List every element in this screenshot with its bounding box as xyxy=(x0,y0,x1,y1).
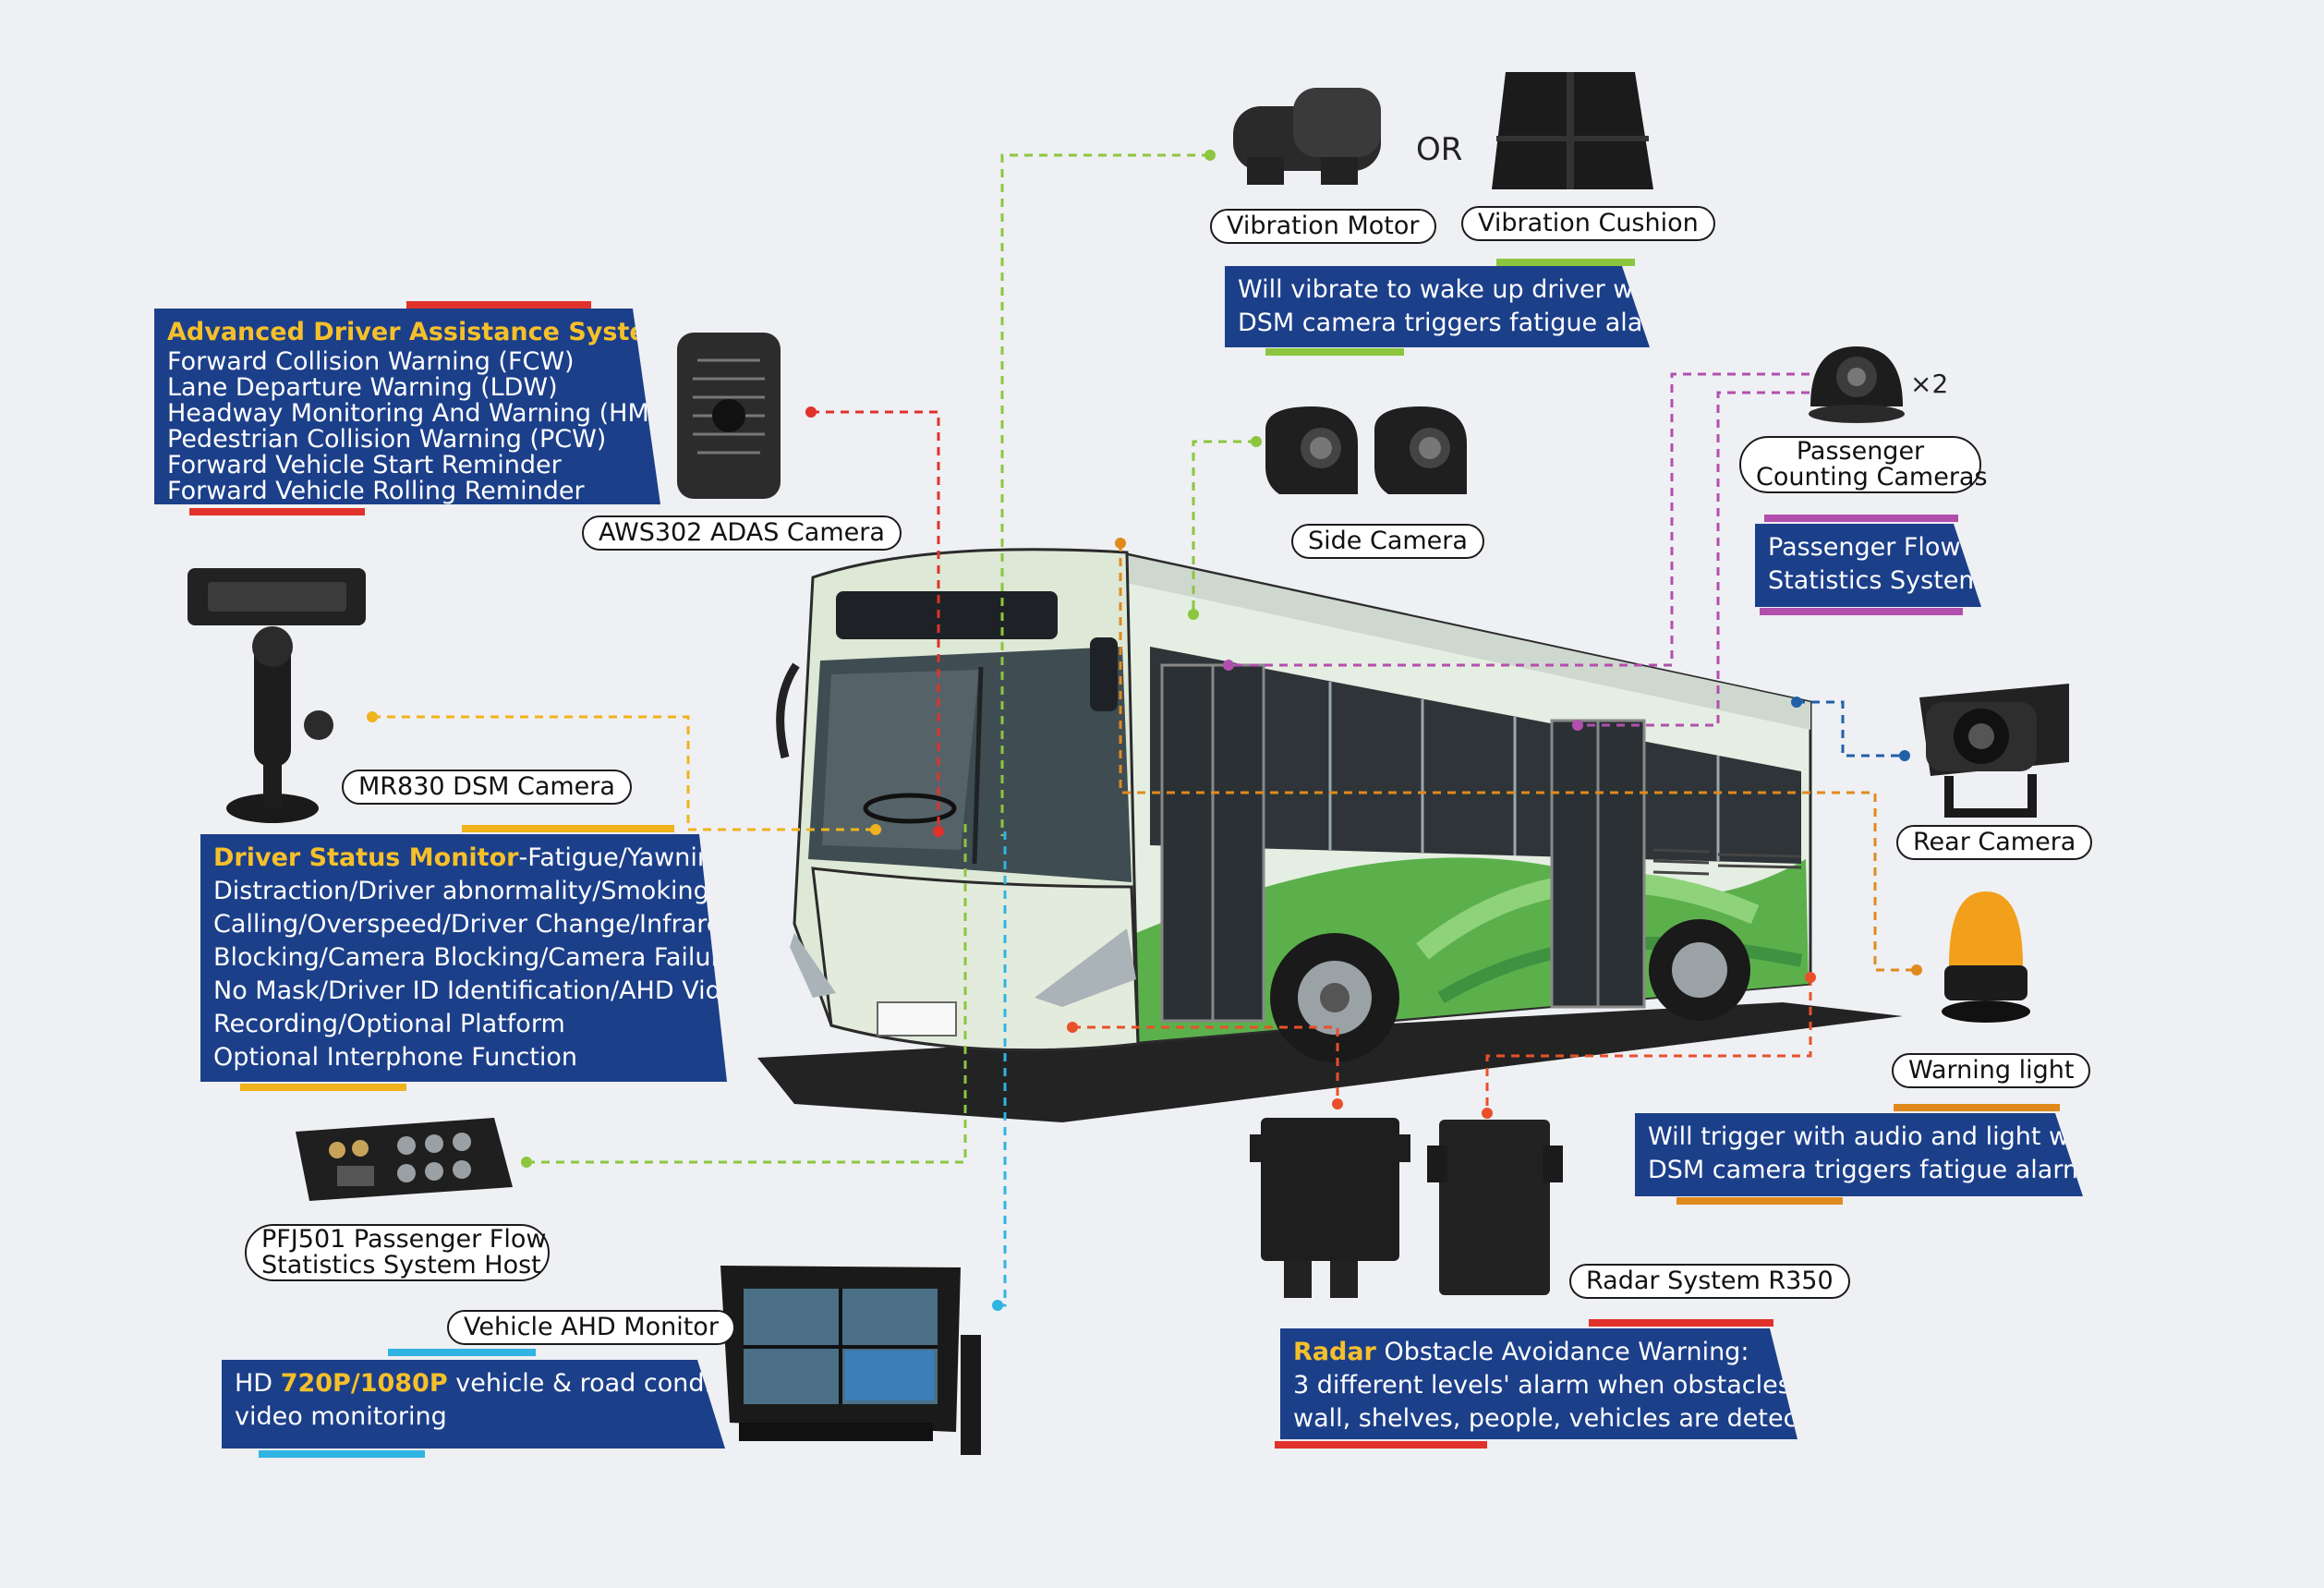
connector-radar-1 xyxy=(1072,1025,1339,1104)
pfj-host-label: PFJ501 Passenger Flow Statistics System … xyxy=(245,1224,550,1281)
monitor-description-box: HD 720P/1080P vehicle & road conditions … xyxy=(222,1360,725,1449)
monitor-resolution: 720P/1080P xyxy=(280,1369,448,1398)
dsm-text: Distraction/Driver abnormality/Smoking/ xyxy=(213,877,718,905)
connector-dots xyxy=(367,150,1922,1311)
connector-passenger-1 xyxy=(1229,372,1824,667)
adas-camera-image xyxy=(677,333,781,499)
passenger-camera-label: Passenger Counting Cameras xyxy=(1739,436,1988,493)
vibration-text: DSM camera triggers fatigue alarm xyxy=(1238,309,1677,337)
dsm-text: Optional Interphone Function xyxy=(213,1043,578,1072)
radar-title: Radar xyxy=(1293,1338,1376,1366)
bus-image xyxy=(776,548,1812,1062)
dsm-text: Calling/Overspeed/Driver Change/Infrared xyxy=(213,910,738,939)
or-text: OR xyxy=(1416,131,1463,168)
adas-feature: Forward Vehicle Start Reminder xyxy=(167,451,562,479)
warning-light-image xyxy=(1942,891,2030,1023)
adas-feature: Lane Departure Warning (LDW) xyxy=(167,373,558,402)
connector-warning-light xyxy=(1119,543,1917,972)
connector-dsm xyxy=(372,715,876,831)
passenger-camera-image xyxy=(1809,346,1905,423)
connector-pfj xyxy=(527,822,967,1164)
dsm-camera-label: MR830 DSM Camera xyxy=(342,770,632,805)
adas-camera-label: AWS302 ADAS Camera xyxy=(582,515,902,551)
passenger-flow-text: Passenger Flow xyxy=(1768,533,1961,562)
radar-text: Obstacle Avoidance Warning: xyxy=(1375,1338,1749,1366)
vibration-motor-image xyxy=(1233,88,1381,185)
vibration-cushion-label: Vibration Cushion xyxy=(1461,206,1715,241)
ahd-monitor-label: Vehicle AHD Monitor xyxy=(447,1310,735,1345)
dsm-title: Driver Status Monitor xyxy=(213,843,519,872)
connector-side-camera xyxy=(1192,440,1256,614)
road-shadow xyxy=(757,1002,1903,1122)
pfj-host-label-line: PFJ501 Passenger Flow xyxy=(261,1225,547,1254)
vibration-text: Will vibrate to wake up driver when xyxy=(1238,275,1681,304)
connector-adas xyxy=(811,410,940,831)
dsm-text: Recording/Optional Platform xyxy=(213,1010,565,1038)
monitor-text: video monitoring xyxy=(235,1402,447,1431)
warning-light-label: Warning light xyxy=(1892,1053,2091,1088)
pfj-host-label-line: Statistics System Host xyxy=(261,1251,541,1279)
warning-light-description-box: Will trigger with audio and light when D… xyxy=(1635,1113,2083,1196)
dsm-text: No Mask/Driver ID Identification/AHD Vid… xyxy=(213,976,752,1005)
rear-camera-image xyxy=(1919,684,2069,818)
side-camera-label: Side Camera xyxy=(1291,524,1484,559)
radar-text: wall, shelves, people, vehicles are dete… xyxy=(1293,1404,1838,1433)
vibration-cushion-image xyxy=(1492,72,1653,189)
adas-feature: Forward Vehicle Rolling Reminder xyxy=(167,477,585,505)
accent-strips xyxy=(189,259,2060,1458)
adas-title: Advanced Driver Assistance System xyxy=(167,318,672,346)
passenger-camera-label-line: Passenger xyxy=(1796,437,1925,466)
vibration-motor-label: Vibration Motor xyxy=(1210,209,1436,244)
passenger-camera-label-line: Counting Cameras xyxy=(1756,463,1988,491)
adas-description-box: Advanced Driver Assistance System Forwar… xyxy=(154,309,660,504)
rear-camera-label: Rear Camera xyxy=(1896,825,2093,860)
ahd-monitor-image xyxy=(720,1266,981,1455)
radar-description-box: Radar Obstacle Avoidance Warning: 3 diff… xyxy=(1280,1328,1797,1439)
dsm-description-box: Driver Status Monitor-Fatigue/Yawning/ D… xyxy=(200,834,727,1082)
vibration-description-box: Will vibrate to wake up driver when DSM … xyxy=(1225,266,1650,347)
camera-quantity: ×2 xyxy=(1910,369,1949,399)
adas-feature: Pedestrian Collision Warning (PCW) xyxy=(167,425,607,454)
connector-vibration xyxy=(1000,153,1210,836)
dsm-text: Blocking/Camera Blocking/Camera Failure/ xyxy=(213,943,744,972)
adas-feature: Forward Collision Warning (FCW) xyxy=(167,347,575,376)
warning-text: DSM camera triggers fatigue alarm xyxy=(1648,1156,2088,1184)
pfj-host-image xyxy=(296,1118,513,1201)
warning-text: Will trigger with audio and light when xyxy=(1648,1122,2116,1151)
radar-system-label: Radar System R350 xyxy=(1569,1264,1850,1299)
connector-radar-2 xyxy=(1485,977,1812,1113)
radar-system-image xyxy=(1250,1118,1563,1298)
radar-text: 3 different levels' alarm when obstacles… xyxy=(1293,1371,1842,1400)
adas-feature: Headway Monitoring And Warning (HMW) xyxy=(167,399,684,428)
passenger-flow-text: Statistics System xyxy=(1768,566,1983,595)
connector-passenger-2 xyxy=(1578,391,1824,727)
passenger-flow-box: Passenger Flow Statistics System xyxy=(1755,524,1981,607)
monitor-text: HD xyxy=(235,1369,281,1398)
connector-rear-camera xyxy=(1797,700,1905,758)
dsm-camera-image xyxy=(188,568,366,823)
side-camera-image xyxy=(1265,406,1467,494)
